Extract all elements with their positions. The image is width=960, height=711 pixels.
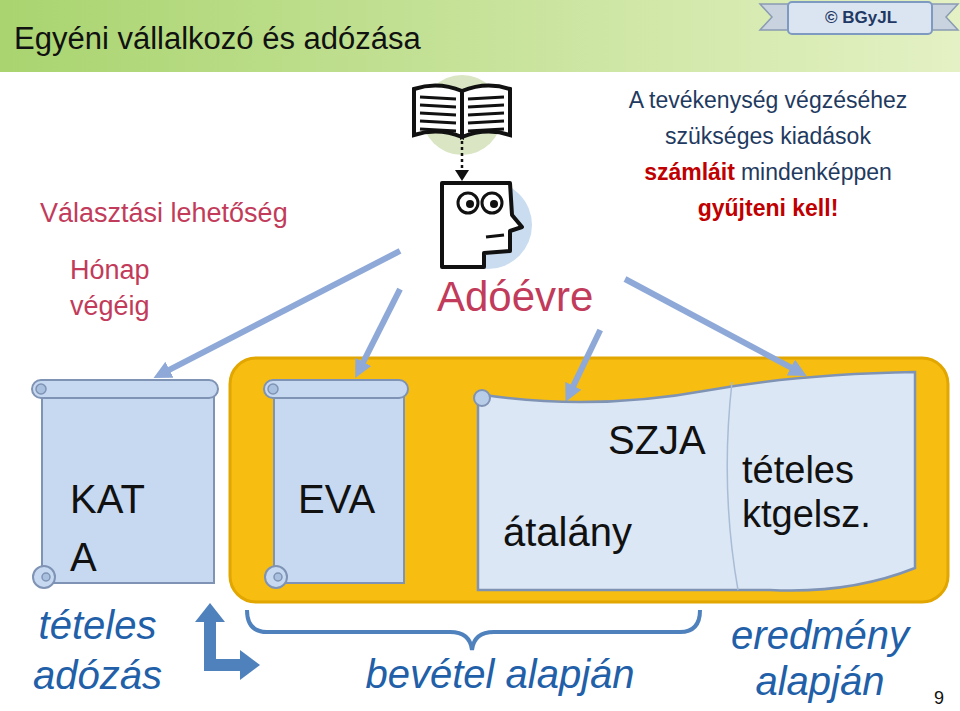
glasses-lens (482, 193, 502, 213)
scroll-fold (727, 382, 738, 590)
method-label: átalány (503, 508, 703, 556)
text-row: számláitmindenképpen (588, 154, 948, 190)
book-line (468, 113, 504, 115)
group-band (230, 358, 948, 602)
copyright-text: © BGyJL (794, 7, 928, 29)
slide-title: Egyéni vállalkozó és adózása (14, 20, 421, 58)
tax-type: KAT A (70, 470, 170, 586)
arrow-shaft (210, 620, 243, 665)
scroll-roll (32, 380, 218, 398)
basis-label: bevétel alapján (300, 650, 700, 698)
copyright-badge (760, 2, 958, 34)
book-line (420, 97, 456, 99)
badge-arrow (760, 4, 790, 30)
tax-type: SZJA (608, 416, 758, 464)
flow-arrow (168, 251, 400, 371)
deadline-note: Hónap végéig (70, 252, 190, 324)
choice-note: Választási lehetőség (40, 196, 370, 230)
scroll-curl (36, 384, 46, 394)
flow-arrow (362, 289, 400, 364)
scroll-curl (274, 573, 282, 581)
badge-box (788, 2, 932, 34)
title-bar (0, 0, 960, 72)
dotted-arrow (461, 141, 464, 171)
period-label: Adóévre (437, 271, 617, 323)
book-line (420, 129, 456, 131)
scroll-banner: SZJA átalány tételes ktgelsz. (470, 368, 925, 598)
method-label: tételes ktgelsz. (742, 448, 917, 536)
book-line (420, 121, 456, 123)
glasses-lens (458, 193, 478, 213)
scroll-curl (474, 390, 490, 406)
basis-label: tételes adózás (5, 600, 190, 700)
book-line (468, 105, 504, 107)
book-page (462, 85, 510, 137)
scroll-roll (264, 380, 408, 398)
scroll-curl (265, 566, 287, 588)
badge-arrow (930, 4, 958, 30)
note-text: A tevékenység végzéséhez szükséges kiadá… (588, 82, 948, 154)
eye (466, 200, 474, 208)
head-outline (442, 183, 522, 267)
book-line (468, 129, 504, 131)
scroll-box: EVA (262, 378, 410, 593)
bent-arrow (195, 603, 260, 680)
eye (490, 200, 498, 208)
page-number: 9 (926, 688, 952, 708)
scroll-curl (42, 573, 50, 581)
book-page (414, 85, 462, 137)
flow-arrow (572, 330, 600, 388)
book-line (468, 121, 504, 123)
note-emphasis: számláit (644, 154, 735, 190)
book-line (420, 105, 456, 107)
scroll-curl (33, 566, 55, 588)
reader-icon-node: Adóévre (400, 75, 625, 330)
note-text: mindenképpen (741, 154, 892, 190)
basis-label: eredmény alapján (700, 612, 940, 704)
flow-arrow (625, 279, 793, 368)
book-line (420, 113, 456, 115)
node-shape (470, 368, 925, 598)
book-line (468, 97, 504, 99)
scroll-curl (268, 384, 278, 394)
note-emphasis: gyűjteni kell! (588, 190, 948, 226)
curly-brace (247, 610, 700, 650)
tax-type: EVA (298, 470, 398, 528)
dotted-arrow-head (455, 170, 469, 181)
arrow-head (240, 650, 260, 680)
scroll-body (274, 392, 404, 583)
mouth (486, 235, 504, 237)
scroll-box: KAT A (30, 378, 220, 593)
arrow-head (195, 603, 225, 622)
